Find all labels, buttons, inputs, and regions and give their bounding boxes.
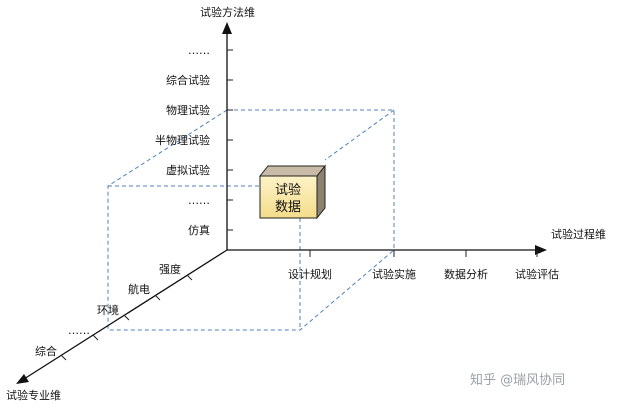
depth-tick-labels: 强度 航电 环境 …… 综合: [35, 262, 181, 358]
depth-tick-label: 综合: [35, 344, 57, 358]
depth-tick-label: 强度: [159, 262, 181, 276]
depth-axis-label: 试验专业维: [6, 388, 61, 402]
depth-tick-label: 航电: [128, 282, 150, 296]
depth-tick-label: ……: [68, 324, 90, 337]
horizontal-tick-label: 试验实施: [372, 267, 416, 281]
horizontal-axis-arrow-icon: [535, 245, 547, 255]
test-data-cube: 试验 数据: [258, 164, 327, 220]
cube-side-face: [316, 164, 326, 220]
vertical-tick-labels: 仿真 …… 虚拟试验 半物理试验 物理试验 综合试验 ……: [155, 44, 210, 237]
vertical-ticks: [227, 49, 233, 231]
vertical-axis-label: 试验方法维: [200, 5, 255, 19]
vertical-tick-label: 物理试验: [166, 103, 210, 117]
cube-top-face: [258, 165, 327, 177]
vertical-tick-label: 虚拟试验: [166, 163, 210, 177]
vertical-tick-label: 仿真: [188, 223, 210, 237]
depth-axis-line: [23, 249, 228, 380]
axes: [16, 22, 547, 384]
cube-label-line1: 试验: [275, 182, 301, 198]
dash-top-right-diagonal: [324, 109, 395, 161]
watermark: 知乎 @瑞风协同: [470, 372, 565, 388]
cube-label-line2: 数据: [275, 200, 301, 215]
vertical-axis-arrow-icon: [222, 22, 232, 34]
dashed-projection-box: [107, 109, 395, 331]
depth-ticks: [60, 274, 193, 361]
depth-tick-label: 环境: [97, 303, 119, 317]
vertical-tick-label: ……: [188, 194, 210, 207]
vertical-tick-label: 半物理试验: [155, 133, 210, 147]
vertical-tick-label: ……: [188, 44, 210, 57]
horizontal-ticks: [309, 250, 538, 257]
dash-left-bottom: [107, 109, 395, 331]
horizontal-axis-label: 试验过程维: [551, 227, 606, 241]
horizontal-tick-label: 试验评估: [515, 267, 559, 281]
horizontal-tick-labels: 设计规划 试验实施 数据分析 试验评估: [288, 267, 559, 281]
depth-axis-arrow-icon: [16, 374, 29, 384]
horizontal-tick-label: 数据分析: [444, 267, 488, 281]
cube-front-face: [259, 175, 318, 219]
horizontal-tick-label: 设计规划: [288, 267, 332, 281]
dash-back-top: [227, 109, 395, 250]
vertical-tick-label: 综合试验: [166, 73, 210, 87]
